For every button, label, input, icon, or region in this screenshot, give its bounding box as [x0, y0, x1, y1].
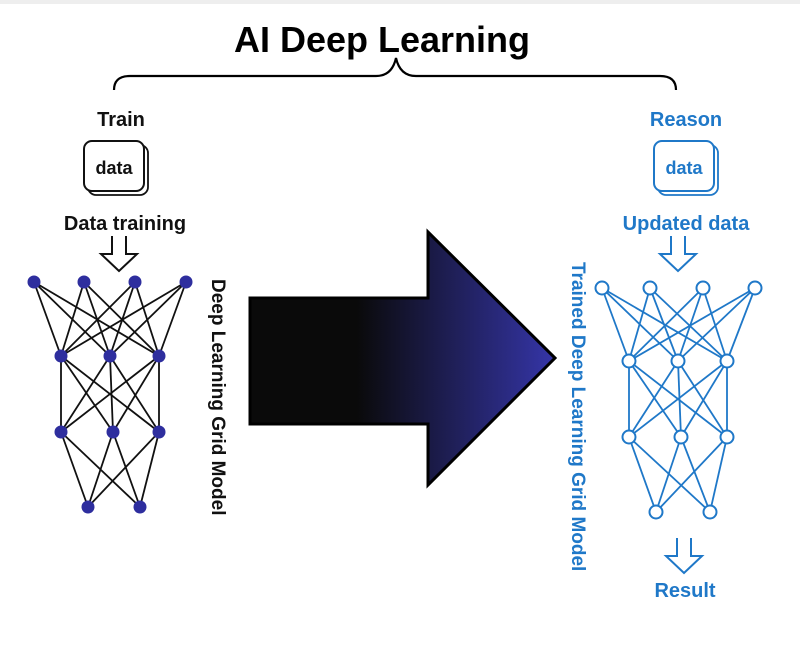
- diagram-title: AI Deep Learning: [234, 19, 530, 60]
- network-edge: [628, 436, 711, 513]
- reason-section: Reason data Updated data Trained Deep Le…: [567, 109, 763, 602]
- network-edge: [726, 287, 756, 362]
- network-edge: [60, 281, 187, 357]
- network-edge: [702, 287, 728, 362]
- network-edge: [677, 287, 756, 362]
- network-edge: [60, 281, 85, 357]
- network-edge: [628, 287, 756, 362]
- reason-input-label: Updated data: [623, 213, 751, 235]
- reason-data-box-front: [653, 140, 715, 192]
- network-node: [702, 504, 718, 520]
- train-data-box-front: [83, 140, 145, 192]
- train-model-label: Deep Learning Grid Model: [207, 279, 228, 515]
- network-node: [621, 353, 637, 369]
- network-edge: [649, 287, 728, 362]
- network-node: [695, 280, 711, 296]
- reason-down-arrow: [657, 236, 699, 273]
- network-node: [133, 500, 147, 514]
- network-edge: [628, 287, 651, 362]
- network-node: [719, 429, 735, 445]
- network-node: [77, 275, 91, 289]
- network-edge: [601, 287, 630, 362]
- train-heading: Train: [97, 109, 145, 131]
- train-data-box-label: data: [95, 158, 133, 178]
- network-node: [179, 275, 193, 289]
- network-node: [152, 349, 166, 363]
- network-edge: [112, 431, 141, 508]
- network-edge: [628, 360, 679, 438]
- train-network: [27, 275, 193, 514]
- train-section: Train data Data training Deep Learning G…: [27, 109, 228, 515]
- train-data-box: data: [83, 140, 149, 196]
- network-node: [719, 353, 735, 369]
- network-edge: [112, 355, 160, 433]
- network-node: [106, 425, 120, 439]
- network-node: [27, 275, 41, 289]
- network-edge: [628, 360, 682, 438]
- network-edge: [83, 281, 160, 357]
- network-edge: [655, 436, 682, 513]
- reason-data-box-label: data: [665, 158, 703, 178]
- network-node: [594, 280, 610, 296]
- result-label: Result: [654, 580, 715, 602]
- network-node: [128, 275, 142, 289]
- network-node: [54, 349, 68, 363]
- network-edge: [87, 431, 114, 508]
- network-edge: [60, 431, 89, 508]
- network-node: [621, 429, 637, 445]
- network-edge: [680, 436, 711, 513]
- network-node: [81, 500, 95, 514]
- network-node: [642, 280, 658, 296]
- network-edge: [680, 360, 728, 438]
- reason-network: [594, 280, 763, 520]
- network-node: [747, 280, 763, 296]
- network-node: [103, 349, 117, 363]
- network-edge: [60, 355, 111, 433]
- network-edge: [109, 281, 187, 357]
- top-border: [0, 0, 800, 4]
- network-node: [648, 504, 664, 520]
- train-input-label: Data training: [64, 213, 186, 235]
- network-edge: [33, 281, 62, 357]
- network-edge: [677, 360, 682, 438]
- network-edge: [60, 281, 136, 357]
- network-edge: [109, 355, 114, 433]
- network-edge: [139, 431, 160, 508]
- network-edge: [109, 355, 160, 433]
- network-edge: [60, 355, 114, 433]
- transition-arrow: [248, 228, 558, 489]
- network-edge: [655, 436, 728, 513]
- network-edge: [677, 360, 728, 438]
- network-edge: [60, 355, 160, 433]
- result-down-arrow: [663, 538, 705, 575]
- reason-model-label: Trained Deep Learning Grid Model: [567, 262, 588, 571]
- network-edge: [649, 287, 679, 362]
- network-edge: [628, 287, 704, 362]
- network-edge: [158, 281, 187, 357]
- network-node: [673, 429, 689, 445]
- network-edge: [709, 436, 728, 513]
- network-node: [670, 353, 686, 369]
- network-edge: [628, 436, 657, 513]
- reason-heading: Reason: [650, 109, 722, 131]
- reason-data-box: data: [653, 140, 719, 196]
- network-edge: [87, 431, 160, 508]
- train-down-arrow: [98, 236, 140, 273]
- network-edge: [628, 360, 728, 438]
- network-node: [54, 425, 68, 439]
- network-node: [152, 425, 166, 439]
- title-brace: [112, 57, 678, 91]
